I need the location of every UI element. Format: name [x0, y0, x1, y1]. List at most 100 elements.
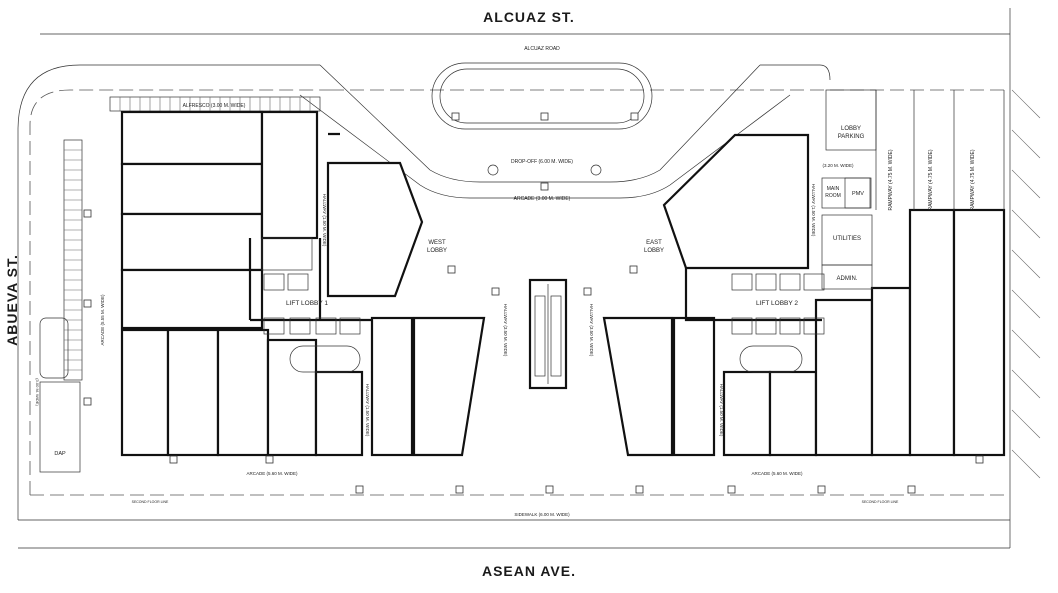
- planter: [39, 317, 69, 379]
- escalator: [550, 295, 562, 377]
- pmv-room: [844, 177, 872, 209]
- label-main-room: MAIN: [827, 186, 840, 192]
- shop-unit: [120, 110, 264, 166]
- site-outline-west: [17, 64, 320, 520]
- street-label-north: ALCUAZ ST.: [483, 9, 575, 25]
- label-alcuaz-road: ALCUAZ ROAD: [524, 46, 560, 52]
- shop-unit: [266, 338, 318, 457]
- plan-labels: ALCUAZ ROAD ALFRESCO (3.00 M. WIDE) DROP…: [35, 46, 976, 517]
- shop-unit-west-lobby-block: [326, 161, 424, 298]
- west-block: [120, 110, 486, 457]
- bollard: [590, 164, 602, 176]
- west-core-walls: [248, 132, 372, 322]
- column: [83, 209, 92, 218]
- shop-unit: [120, 162, 264, 216]
- shop-unit: [602, 316, 674, 457]
- road-lines: [17, 8, 1011, 549]
- column: [355, 485, 364, 494]
- escalator-void: [528, 278, 568, 390]
- lobby-parking: [825, 89, 877, 151]
- shop-unit-east-lobby-block: [662, 133, 810, 270]
- shop-unit: [412, 316, 486, 457]
- east-lift-cars: [731, 273, 825, 335]
- lift-car: [755, 317, 777, 335]
- label-hallway-east-lower: HALLWAY (1.50 M. WIDE): [719, 384, 724, 437]
- shop-unit: [908, 208, 956, 457]
- label-hallway-center-right: HALLWAY (3.50 M. WIDE): [589, 304, 594, 357]
- label-hallway-center-left: HALLWAY (3.50 M. WIDE): [503, 304, 508, 357]
- label-hallway-east-upper: HALLWAY (1.50 M. WIDE): [811, 184, 816, 237]
- shop-unit: [814, 298, 874, 457]
- shop-unit: [120, 328, 170, 457]
- column: [540, 112, 549, 121]
- label-rampway-2: RAMPWAY (4.75 M. WIDE): [928, 149, 934, 210]
- shop-unit: [166, 328, 220, 457]
- column: [455, 485, 464, 494]
- label-arcade-left: ARCADE (5.55 M. WIDE): [100, 294, 105, 346]
- structural-columns: [83, 112, 984, 494]
- paving-grid: [64, 149, 82, 371]
- alfresco-grid: [119, 97, 311, 111]
- lift-car: [339, 317, 361, 335]
- label-main-room-2: ROOM: [825, 193, 841, 199]
- label-west-lobby-2: LOBBY: [427, 248, 447, 254]
- label-second-floor-line-right: SECOND FLOOR LINE: [862, 500, 899, 504]
- shop-unit: [370, 316, 414, 457]
- lift-car: [731, 317, 753, 335]
- column: [975, 455, 984, 464]
- label-lift-lobby-2: LIFT LOBBY 2: [756, 300, 798, 307]
- lift-car: [803, 273, 825, 291]
- column: [583, 287, 592, 296]
- label-lobby-parking-2: PARKING: [838, 134, 865, 140]
- label-arcade-bottom-right: ARCADE (5.60 M. WIDE): [751, 471, 803, 476]
- lift-car: [779, 317, 801, 335]
- drop-off-curb: [319, 64, 761, 183]
- label-second-floor-line-left: SECOND FLOOR LINE: [132, 500, 169, 504]
- label-hallway-west-lower: HALLWAY (1.50 M. WIDE): [365, 384, 370, 437]
- column: [491, 287, 500, 296]
- column: [265, 455, 274, 464]
- label-left-sidewalk: (3.00 M. WIDE): [35, 378, 40, 406]
- label-pmv: PMV: [852, 191, 864, 197]
- drop-off-inner-curb: [299, 94, 791, 199]
- central-escalators: [528, 278, 568, 390]
- lift-car: [755, 273, 777, 291]
- label-arcade-bottom-left: ARCADE (5.60 M. WIDE): [246, 471, 298, 476]
- admin-room: [821, 264, 873, 290]
- west-stair: [261, 237, 313, 271]
- label-rampway-3: RAMPWAY (4.75 M. WIDE): [970, 149, 976, 210]
- label-alfresco: ALFRESCO (3.00 M. WIDE): [183, 103, 246, 109]
- island-outline: [431, 62, 653, 130]
- column: [907, 485, 916, 494]
- column: [630, 112, 639, 121]
- column: [629, 265, 638, 274]
- label-small-hall: (3.20 M. WIDE): [822, 163, 854, 168]
- label-arcade-top: ARCADE (3.00 M. WIDE): [514, 196, 571, 202]
- shop-unit: [260, 110, 319, 240]
- label-lift-lobby-1: LIFT LOBBY 1: [286, 300, 328, 307]
- drop-off-island: [299, 62, 791, 199]
- column: [83, 397, 92, 406]
- lift-car: [315, 317, 337, 335]
- street-label-south: ASEAN AVE.: [481, 563, 576, 579]
- shop-unit: [120, 268, 264, 330]
- label-east-lobby: EAST: [646, 240, 662, 246]
- site-outline-east: [760, 64, 831, 81]
- east-escalator-well: [739, 345, 803, 373]
- east-core-walls: [684, 268, 822, 322]
- label-drop-off: DROP-OFF (6.00 M. WIDE): [511, 159, 573, 165]
- dap-room: [39, 381, 81, 473]
- label-east-lobby-2: LOBBY: [644, 248, 664, 254]
- east-property-hatch: [1011, 89, 1041, 479]
- label-hallway-west: HALLWAY (1.50 M. WIDE): [322, 194, 327, 247]
- rampway-lines: [875, 90, 1005, 210]
- column: [169, 455, 178, 464]
- label-admin: ADMIN.: [837, 276, 858, 282]
- lift-car: [287, 273, 309, 291]
- lift-car: [779, 273, 801, 291]
- column: [451, 112, 460, 121]
- island-inner: [439, 68, 645, 124]
- shop-unit: [870, 286, 912, 457]
- shop-unit: [216, 328, 270, 457]
